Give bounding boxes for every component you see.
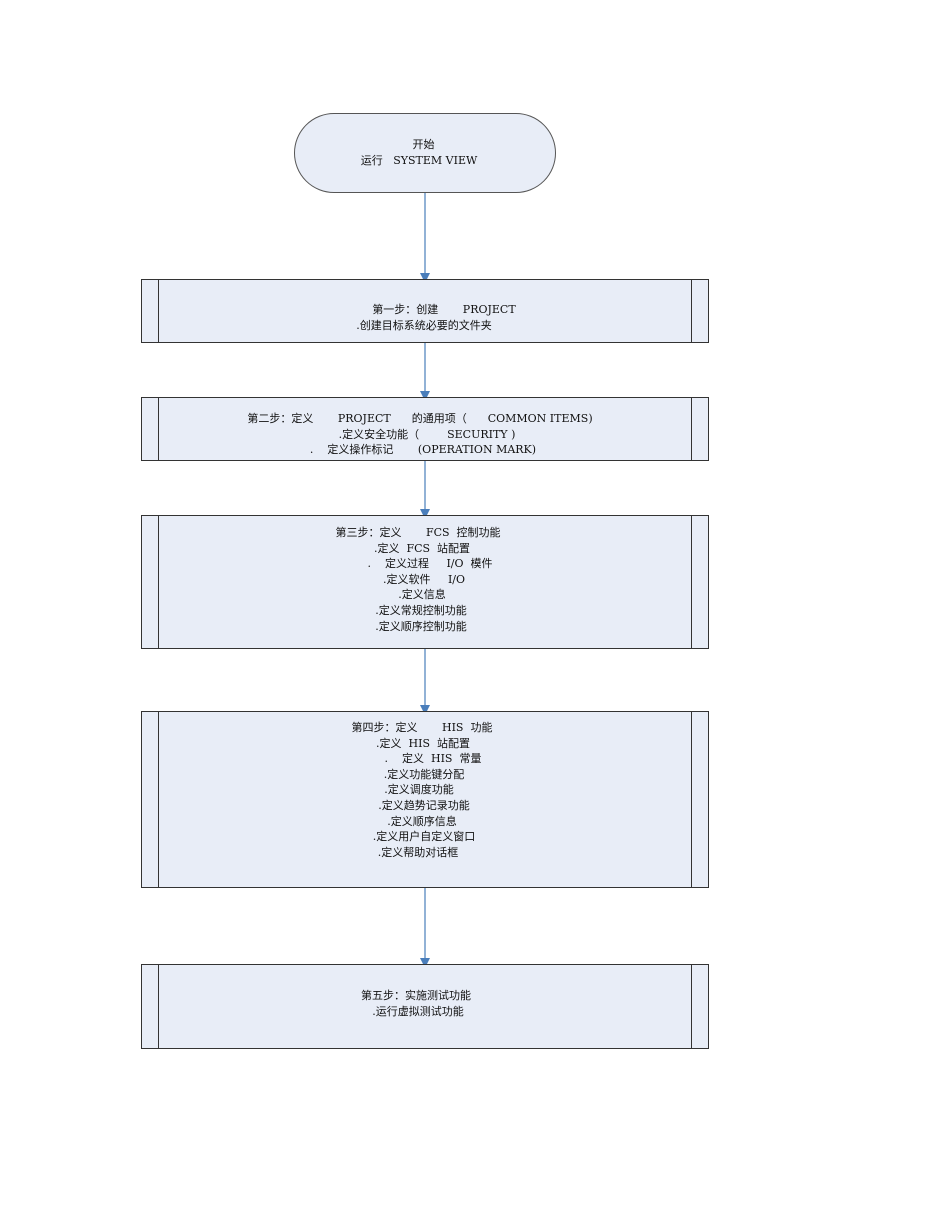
step-4-box: 第四步：定义 HIS 功能 .定义 HIS 站配置 . 定义 HIS 常量 .定… (141, 711, 709, 888)
process-side-bar (158, 516, 159, 648)
start-title: 开始 (412, 138, 435, 152)
step-4-item: .定义功能键分配 (383, 767, 465, 781)
step-3-item: .定义信息 (398, 588, 446, 602)
step-3-item: .定义 FCS 站配置 (373, 541, 471, 555)
step-2-box: 第二步：定义 PROJECT 的通用项（ COMMON ITEMS) .定义安全… (141, 397, 709, 461)
step-2-item: . 定义操作标记 (OPERATION MARK) (309, 443, 537, 457)
step-4-item: .定义顺序信息 (387, 814, 457, 828)
step-3-title: 第三步：定义 FCS 控制功能 (335, 526, 501, 539)
step-2-title: 第二步：定义 PROJECT 的通用项（ COMMON ITEMS) (247, 412, 593, 425)
step-4-item: .定义趋势记录功能 (378, 798, 470, 812)
step-2-item: .定义安全功能（ SECURITY ) (338, 427, 516, 441)
process-side-bar (158, 280, 159, 342)
step-3-box: 第三步：定义 FCS 控制功能 .定义 FCS 站配置 . 定义过程 I/O 模… (141, 515, 709, 649)
step-4-item: .定义调度功能 (384, 783, 454, 797)
process-side-bar (691, 398, 692, 460)
step-4-item: .定义 HIS 站配置 (376, 736, 470, 750)
step-4-item: . 定义 HIS 常量 (384, 752, 482, 766)
start-terminal: 开始 运行 SYSTEM VIEW (294, 113, 556, 193)
process-side-bar (158, 398, 159, 460)
step-3-item: .定义常规控制功能 (375, 603, 467, 617)
process-side-bar (691, 280, 692, 342)
step-3-item: .定义顺序控制功能 (375, 619, 467, 633)
process-side-bar (158, 965, 159, 1048)
step-1-title: 第一步：创建 PROJECT (372, 303, 516, 316)
step-5-item: .运行虚拟测试功能 (372, 1004, 464, 1018)
step-5-title: 第五步：实施测试功能 (361, 989, 471, 1002)
step-3-item: .定义软件 I/O (382, 572, 466, 586)
step-5-box: 第五步：实施测试功能 .运行虚拟测试功能 (141, 964, 709, 1049)
process-side-bar (691, 516, 692, 648)
step-3-item: . 定义过程 I/O 模件 (367, 557, 493, 571)
step-4-item: .定义用户自定义窗口 (372, 830, 476, 844)
step-4-item: .定义帮助对话框 (377, 845, 459, 859)
process-side-bar (158, 712, 159, 887)
start-subtitle: 运行 SYSTEM VIEW (360, 154, 478, 167)
process-side-bar (691, 712, 692, 887)
process-side-bar (691, 965, 692, 1048)
step-4-title: 第四步：定义 HIS 功能 (351, 721, 493, 734)
step-1-box: 第一步：创建 PROJECT .创建目标系统必要的文件夹 (141, 279, 709, 343)
step-1-item: .创建目标系统必要的文件夹 (356, 318, 492, 332)
